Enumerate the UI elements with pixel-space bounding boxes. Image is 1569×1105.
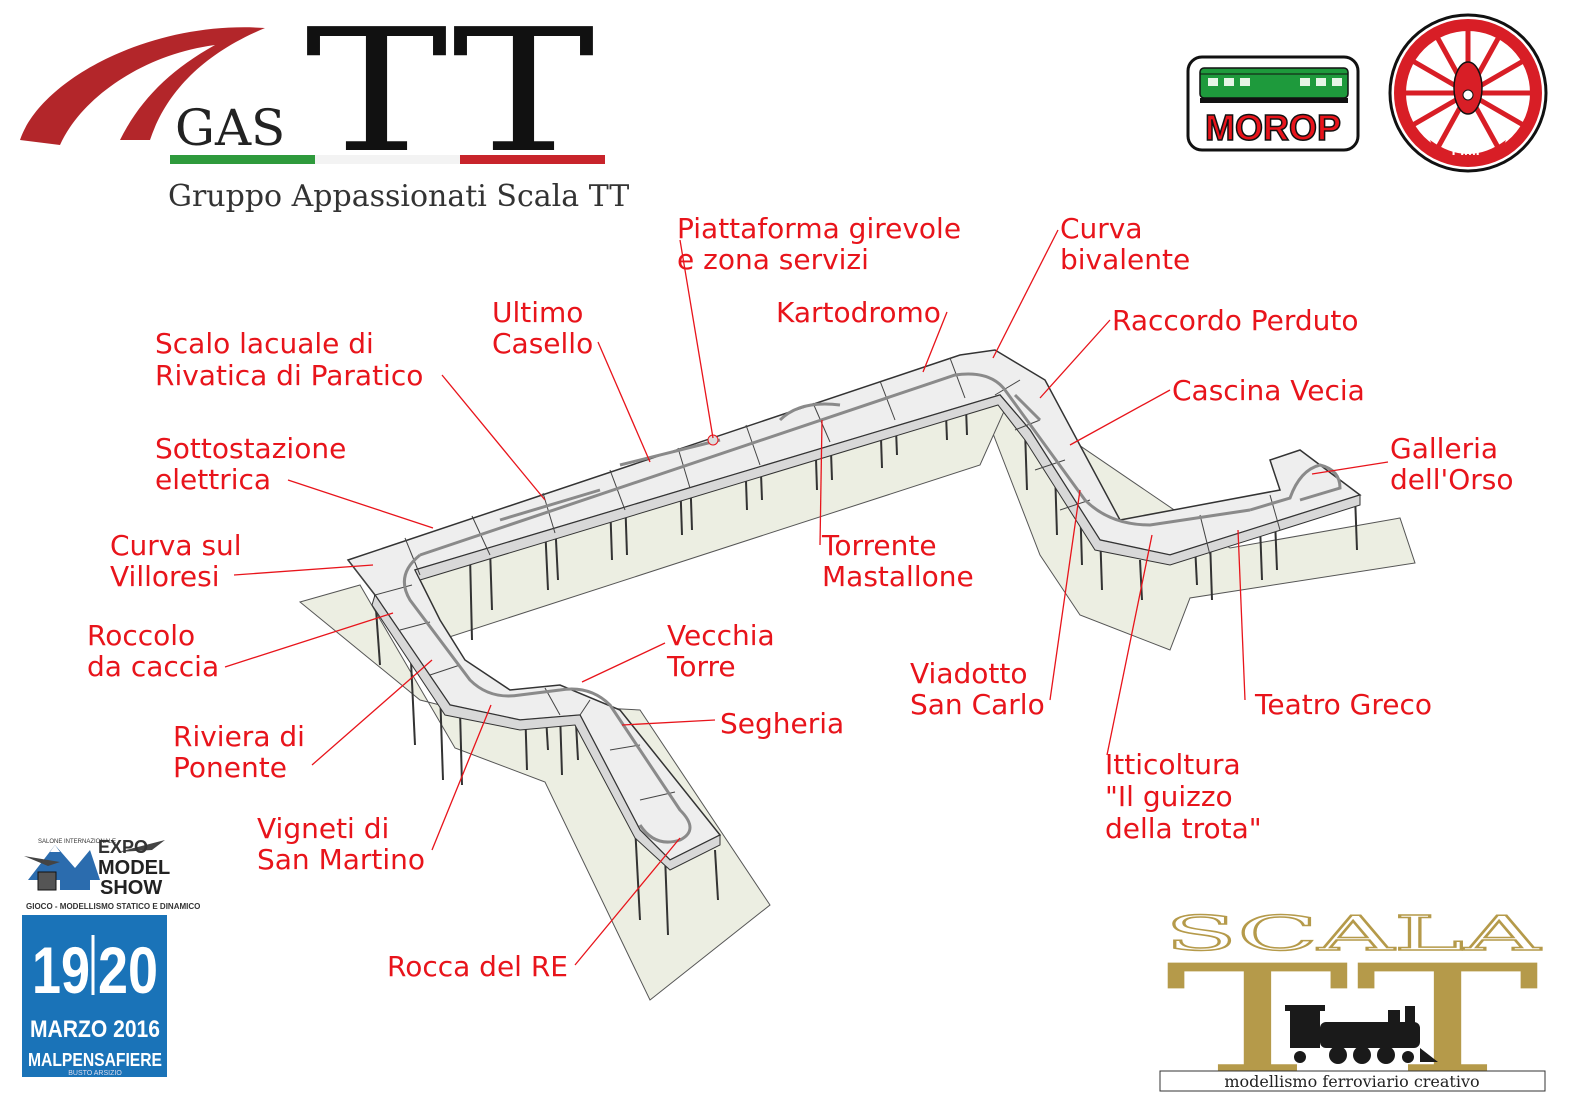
logo-gas-text: GAS — [175, 99, 285, 157]
label-itticoltura: Itticoltura "Il guizzo della trota" — [1105, 748, 1262, 845]
label-kartodromo: Kartodromo — [776, 296, 941, 329]
show-word: SHOW — [100, 877, 162, 899]
swoosh-icon — [20, 27, 265, 145]
steam-locomotive-icon — [1285, 1005, 1438, 1064]
flag-green-bar — [170, 155, 315, 164]
label-segheria: Segheria — [720, 707, 844, 740]
expo-top-small: SALONE INTERNAZIONALE — [38, 839, 116, 845]
label-ultimo-casello: Ultimo Casello — [492, 296, 593, 360]
scala-tagline: modellismo ferroviario creativo — [1224, 1072, 1479, 1091]
label-piattaforma: Piattaforma girevole e zona servizi — [677, 212, 970, 276]
morop-logo: MOROP — [1186, 55, 1360, 152]
label-scalo-lacuale: Scalo lacuale di Rivatica di Paratico — [155, 327, 423, 392]
label-vigneti: Vigneti di San Martino — [257, 812, 425, 876]
module-tops — [346, 349, 1362, 871]
label-raccordo-perduto: Raccordo Perduto — [1112, 304, 1359, 337]
label-roccolo: Roccolo da caccia — [87, 619, 219, 683]
expo-month-year: MARZO 2016 — [30, 1016, 160, 1043]
fimf-text: FIMF — [1452, 142, 1485, 158]
model-word: MODEL — [98, 857, 170, 879]
expo-day2: 20 — [98, 933, 158, 1007]
label-viadotto-san-carlo: Viadotto San Carlo — [910, 657, 1045, 721]
expo-venue: MALPENSAFIERE — [28, 1050, 162, 1070]
expo-day1: 19 — [32, 933, 90, 1007]
label-curva-bivalente: Curva bivalente — [1060, 212, 1190, 276]
label-rocca-re: Rocca del RE — [387, 950, 568, 983]
label-cascina-vecia: Cascina Vecia — [1172, 374, 1365, 407]
place-labels: Piattaforma girevole e zona servizi Curv… — [87, 212, 1514, 983]
morop-text: MOROP — [1205, 107, 1341, 148]
leader-lines — [224, 229, 1389, 966]
label-torrente-mastallone: Torrente Mastallone — [821, 529, 974, 593]
gas-tt-logo: GAS TT Gruppo Appassionati Scala TT — [20, 0, 629, 214]
label-sottostazione: Sottostazione elettrica — [155, 432, 355, 496]
label-galleria-orso: Galleria dell'Orso — [1390, 432, 1514, 496]
label-riviera-ponente: Riviera di Ponente — [173, 720, 314, 784]
expo-model-show-logo: SALONE INTERNAZIONALE EXPO MODEL SHOW GI… — [22, 837, 200, 1077]
label-curva-villoresi: Curva sul Villoresi — [110, 529, 250, 593]
flag-red-bar — [460, 155, 605, 164]
expo-city: BUSTO ARSIZIO — [68, 1070, 122, 1077]
label-vecchia-torre: Vecchia Torre — [666, 619, 784, 683]
scala-word: SCALA — [1165, 906, 1543, 962]
expo-tagline: GIOCO - MODELLISMO STATICO E DINAMICO — [26, 902, 200, 911]
logo-subtitle: Gruppo Appassionati Scala TT — [168, 179, 629, 214]
scala-tt-logo: SCALA TT modellismo ferroviario creativo — [1159, 905, 1546, 1105]
mountain-plane-icon — [24, 840, 165, 891]
fimf-logo: FIMF — [1388, 13, 1548, 173]
locomotive-icon — [1199, 67, 1349, 103]
label-teatro-greco: Teatro Greco — [1254, 688, 1432, 721]
expo-word: EXPO — [98, 837, 148, 857]
flag-white-bar — [315, 155, 460, 164]
